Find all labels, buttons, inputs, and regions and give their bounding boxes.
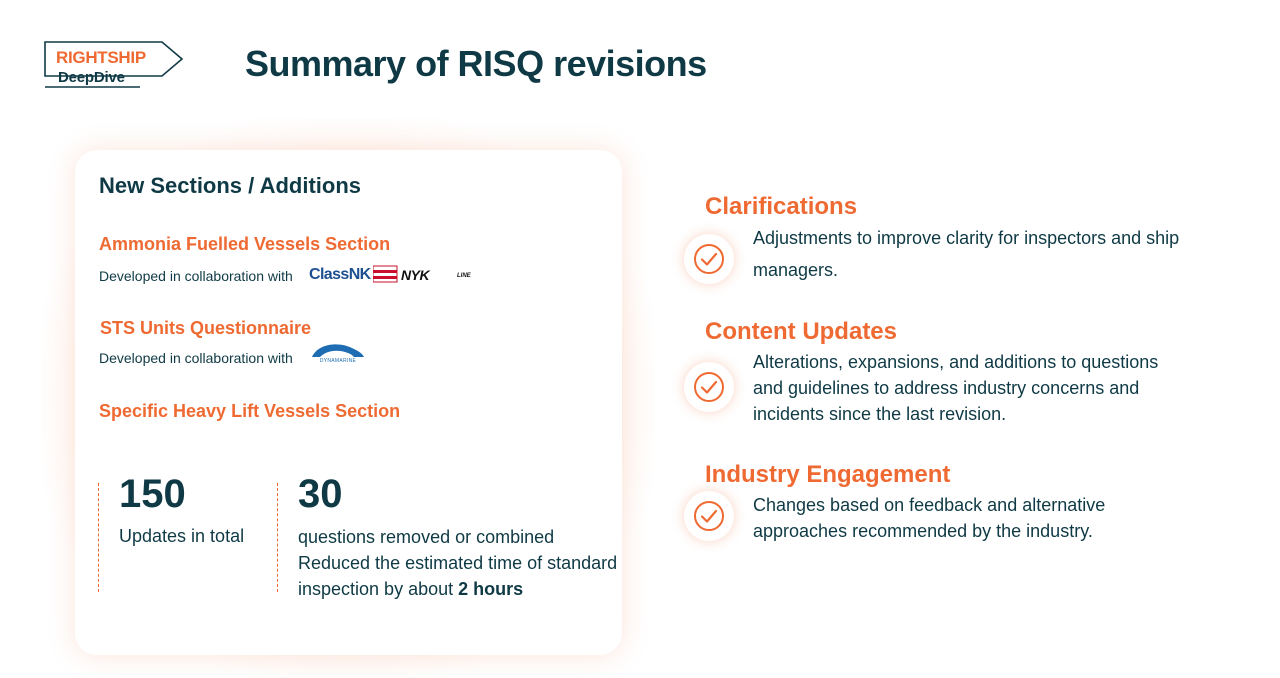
classnk-logo: ClassNK [309,266,371,283]
new-sections-card: New Sections / Additions Ammonia Fuelled… [75,150,622,655]
item-desc-clarifications: Adjustments to improve clarity for inspe… [753,228,1180,280]
collab-text-ammonia: Developed in collaboration with [99,268,293,284]
item-desc-content-updates: Alterations, expansions, and additions t… [753,352,1159,424]
check-icon [684,362,734,412]
dynamarine-logo: DYNAMARINE [310,341,366,365]
dynamarine-wave-icon [312,344,364,357]
dynamarine-text: DYNAMARINE [319,358,357,364]
stat-text-updates: Updates in total [119,526,245,546]
nyk-line-text: LINE [457,273,471,279]
item-desc-industry-engagement: Changes based on feedback and alternativ… [753,495,1106,541]
logo-rightship-text: RIGHTSHIP [56,48,146,67]
stat-number-updates: 150 [119,472,186,516]
logo-arrow-outline [44,41,184,88]
item-title-content-updates: Content Updates [705,318,897,345]
stat-divider-2 [277,483,278,592]
stat-questions-line: questions removed or combined [298,527,555,547]
nyk-flag-icon [372,265,398,283]
collab-text-sts: Developed in collaboration with [99,350,293,366]
stat-text-questions: questions removed or combined Reduced th… [298,524,618,602]
item-title-clarifications: Clarifications [705,193,858,220]
nyk-line-logo: NYK LINE [372,265,471,285]
stat-divider-1 [98,483,99,592]
rightship-deepdive-logo: RIGHTSHIP DeepDive [44,41,184,89]
stat-number-questions: 30 [298,472,343,516]
stat-reduced-text: Reduced the estimated time of standard i… [298,553,618,599]
section-title-ammonia: Ammonia Fuelled Vessels Section [99,234,391,254]
page-title: Summary of RISQ revisions [245,43,707,84]
logo-deepdive-text: DeepDive [58,69,125,86]
card-heading: New Sections / Additions [99,173,361,198]
stat-hours-highlight: 2 hours [458,579,524,599]
section-title-heavy-lift: Specific Heavy Lift Vessels Section [99,401,401,421]
section-title-sts: STS Units Questionnaire [100,318,312,338]
nyk-logo-text: NYK [401,267,430,283]
item-title-industry-engagement: Industry Engagement [705,461,951,488]
check-icon [684,234,734,284]
check-icon [684,491,734,541]
